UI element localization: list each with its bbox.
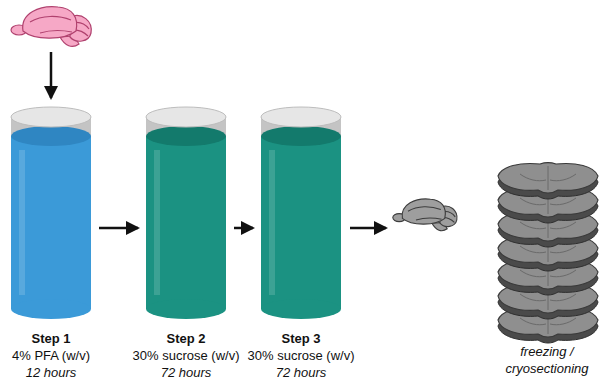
step-caption: Step 230% sucrose (w/v)72 hours — [133, 330, 240, 381]
sample-tube: Step 230% sucrose (w/v)72 hours — [145, 106, 227, 320]
sample-tube: Step 14% PFA (w/v)12 hours — [10, 106, 92, 320]
process-label: freezing / cryosectioning — [482, 343, 609, 377]
step-title: Step 1 — [12, 330, 90, 347]
cylinder-shape — [10, 106, 92, 320]
cylinder-shape — [145, 106, 227, 320]
process-arrow — [234, 227, 253, 230]
cylinder-shape — [260, 106, 342, 320]
step-title: Step 3 — [248, 330, 355, 347]
brain-slices — [498, 163, 598, 344]
step-detail: 12 hours — [12, 364, 90, 381]
process-arrow — [99, 227, 138, 230]
step-detail: 30% sucrose (w/v) — [133, 347, 240, 364]
fresh-brain — [11, 7, 91, 47]
step-caption: Step 14% PFA (w/v)12 hours — [12, 330, 90, 381]
step-detail: 30% sucrose (w/v) — [248, 347, 355, 364]
step-detail: 72 hours — [248, 364, 355, 381]
step-title: Step 2 — [133, 330, 240, 347]
step-detail: 72 hours — [133, 364, 240, 381]
fixed-brain — [393, 199, 457, 231]
arrow — [50, 52, 53, 98]
step-detail: 4% PFA (w/v) — [12, 347, 90, 364]
arrow — [350, 227, 386, 230]
step-caption: Step 330% sucrose (w/v)72 hours — [248, 330, 355, 381]
sample-tube: Step 330% sucrose (w/v)72 hours — [260, 106, 342, 320]
